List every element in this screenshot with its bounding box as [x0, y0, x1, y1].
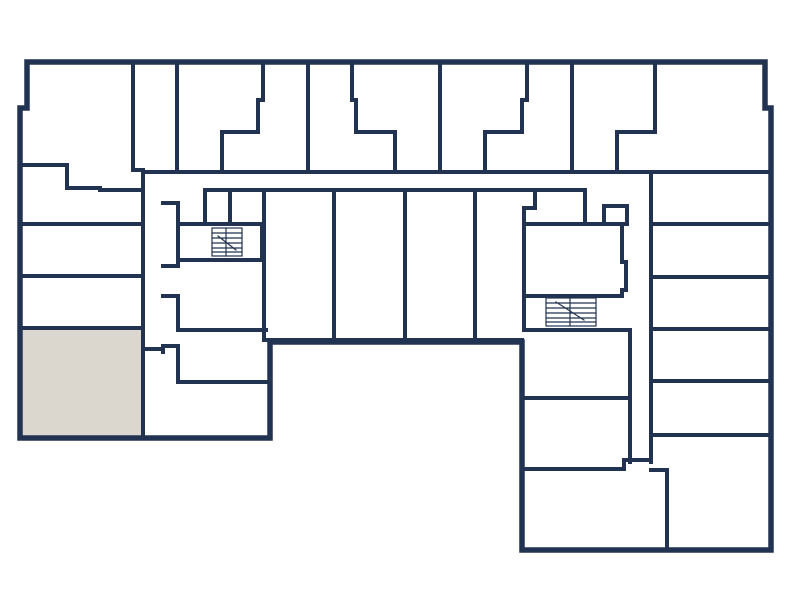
stairs-left	[211, 227, 243, 257]
highlighted-unit[interactable]	[22, 329, 142, 437]
top-units	[131, 60, 770, 174]
stairs-right	[545, 297, 597, 327]
center-core	[161, 188, 632, 464]
right-units	[522, 170, 770, 550]
left-units	[20, 163, 165, 439]
